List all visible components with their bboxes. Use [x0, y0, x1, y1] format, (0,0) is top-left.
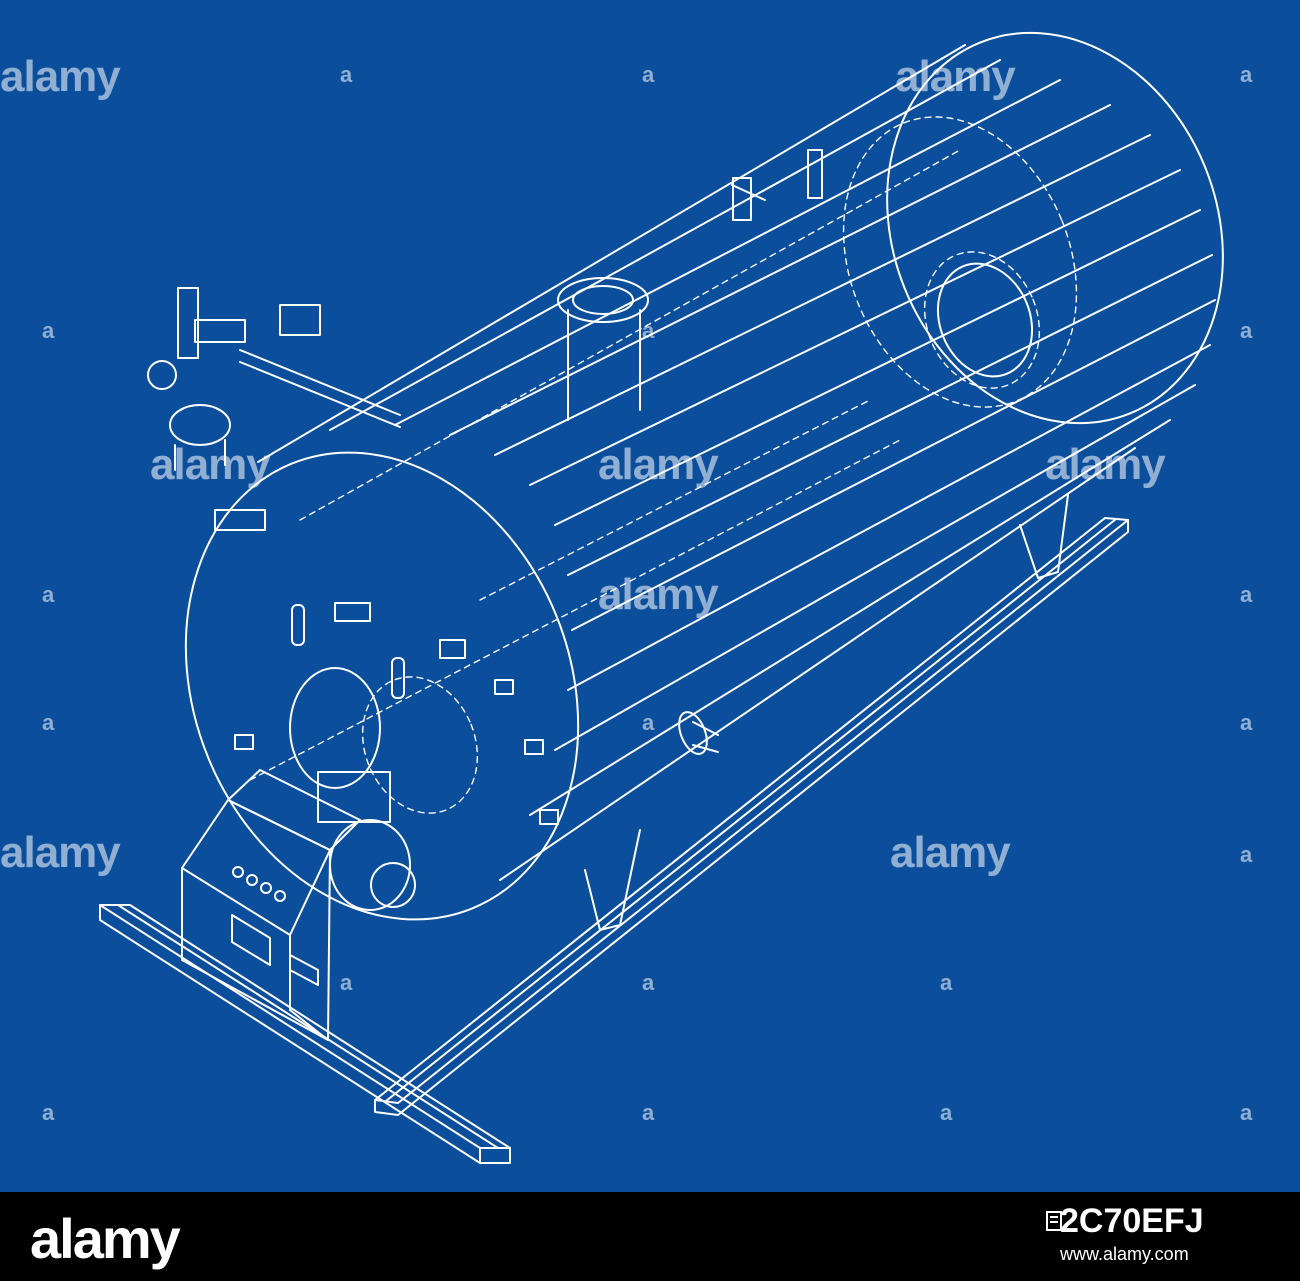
watermark-symbol: a: [340, 970, 353, 995]
saddle-supports: [584, 494, 1069, 931]
watermark-text: alamy: [150, 440, 271, 489]
watermark-symbol: a: [940, 1100, 953, 1125]
image-id: 2C70EFJ: [1060, 1202, 1204, 1240]
watermark-symbol: a: [1240, 1100, 1253, 1125]
watermark-symbol: a: [1240, 582, 1253, 607]
hidden-lines: [249, 116, 1078, 814]
watermark-symbol: a: [642, 1100, 655, 1125]
watermark-text: alamy: [598, 440, 719, 489]
top-fittings: [731, 149, 823, 221]
watermark-text: alamy: [895, 52, 1016, 101]
tank-rear-head: [886, 31, 1224, 425]
tank-front-head: [184, 451, 580, 921]
watermark-symbol: a: [642, 970, 655, 995]
watermark-text: alamy: [0, 52, 121, 101]
footer-bar: alamy 2C70EFJ www.alamy.com: [0, 1192, 1300, 1281]
watermark-symbol: a: [940, 970, 953, 995]
watermark-symbol: a: [42, 582, 55, 607]
watermark-text: alamy: [598, 570, 719, 619]
watermark-symbol: a: [642, 710, 655, 735]
safety-valve-cluster: [147, 287, 401, 471]
watermark-symbol: a: [1240, 842, 1253, 867]
front-head-brackets: [214, 509, 559, 825]
watermark-symbol: a: [1240, 710, 1253, 735]
watermark-symbol: a: [42, 710, 55, 735]
top-manhole-nozzle: [557, 277, 649, 421]
watermark-text: alamy: [0, 828, 121, 877]
site-url[interactable]: www.alamy.com: [1060, 1244, 1189, 1264]
boiler-wireframe: [99, 31, 1224, 1164]
watermark-symbol: a: [42, 318, 55, 343]
stock-image-icon: [1046, 1211, 1062, 1231]
watermark-symbol: a: [642, 318, 655, 343]
watermark-symbol: a: [1240, 318, 1253, 343]
burner-unit: [289, 667, 416, 911]
boiler-blueprint-drawing: alamy alamy alamy alamy alamy alamy alam…: [0, 0, 1300, 1192]
base-rail-left: [99, 904, 511, 1164]
side-nozzle: [678, 711, 719, 755]
door-handles: [291, 604, 405, 699]
watermark-symbol: a: [340, 62, 353, 87]
watermark-text: alamy: [1045, 440, 1166, 489]
watermark-symbol: a: [1240, 62, 1253, 87]
watermark-symbol: a: [42, 1100, 55, 1125]
alamy-logo: alamy: [30, 1207, 181, 1270]
watermark-symbol: a: [642, 62, 655, 87]
base-rail-right: [374, 517, 1129, 1116]
tank-shell-lines: [257, 44, 1216, 881]
watermark-text: alamy: [890, 828, 1011, 877]
rear-door-circle: [936, 262, 1034, 378]
control-panel-box: [181, 769, 361, 1041]
